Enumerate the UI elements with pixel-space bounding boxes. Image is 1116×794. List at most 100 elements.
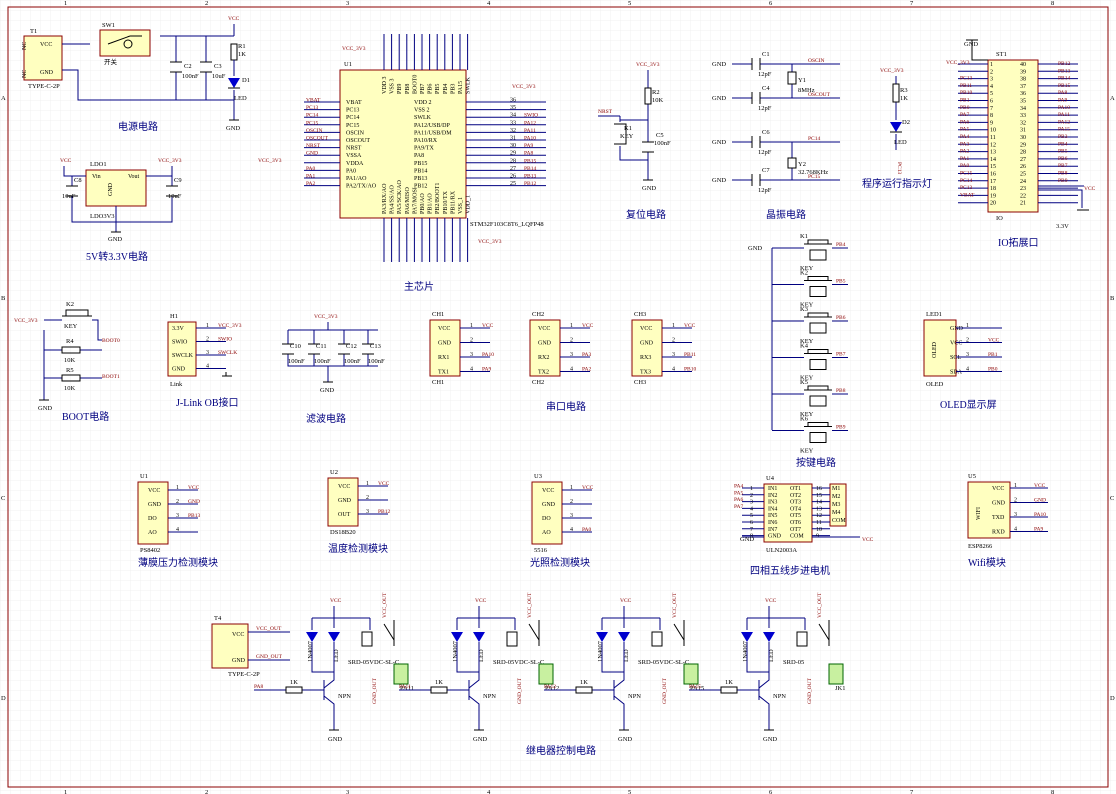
uart-pin-label: GND xyxy=(438,341,452,347)
reset-circuit: VCC_3V3 R2 10K K1 KEY C5 100nF NRST GND … xyxy=(598,62,671,221)
led-label: LED xyxy=(623,649,630,662)
diode-label: 1N4007 xyxy=(307,640,314,662)
mcu-net-label: PA8 xyxy=(524,151,534,157)
svg-text:GND_OUT: GND_OUT xyxy=(256,654,283,660)
power-switch xyxy=(99,29,151,57)
svg-text:VCC_3V3: VCC_3V3 xyxy=(636,62,660,68)
uart-pin-number: 2 xyxy=(672,338,675,344)
io-pin-number: 6 xyxy=(990,99,993,105)
motor-pin-label: M3 xyxy=(832,502,840,508)
mcu-pin-label: BOOT0 xyxy=(412,75,418,94)
io-net-label: PA0 xyxy=(960,163,970,169)
svg-text:VCC: VCC xyxy=(228,16,240,22)
wire xyxy=(751,174,761,186)
svg-text:BOOT1: BOOT1 xyxy=(102,374,120,380)
cap-ref: C11 xyxy=(316,343,327,350)
uart-header xyxy=(429,319,461,377)
uart-pin-label: TX1 xyxy=(438,370,449,376)
section-title-temperature: 温度检测模块 xyxy=(328,542,388,555)
io-net-label: PB3 xyxy=(1058,134,1068,140)
module-net-label: PB13 xyxy=(188,513,200,519)
module-pin-number: 4 xyxy=(570,527,573,533)
mcu-pin-label: PC13 xyxy=(346,108,359,114)
wire xyxy=(456,606,516,630)
wifi-pin-label: VCC xyxy=(992,486,1004,492)
mcu-net-label: PA2 xyxy=(306,181,316,187)
module-pin-label: OUT xyxy=(338,512,351,518)
mcu-pin-label: VDD 3 xyxy=(382,77,388,95)
terminal-block xyxy=(683,663,699,685)
cap-ref: C6 xyxy=(762,129,770,136)
wifi-net-label: PA10 xyxy=(1034,512,1046,518)
power-circuit: NC NC VCC GND T1 TYPE-C-2P SW1 开关 C2 100… xyxy=(22,16,250,133)
io-pin-number: 3 xyxy=(990,77,993,83)
io-pin-number: 4 xyxy=(990,84,993,90)
svg-text:U4: U4 xyxy=(766,475,775,482)
uart-pin-label: GND xyxy=(640,341,654,347)
uart-header xyxy=(631,319,663,377)
mcu-net-label: NRST xyxy=(306,143,321,149)
uln-pin-label: OT2 xyxy=(790,493,801,499)
mcu-pin-label: PB4 xyxy=(443,84,449,94)
svg-text:10uF: 10uF xyxy=(168,193,182,200)
jlink-net-label: SWCLK xyxy=(218,350,237,356)
uart-pin-number: 1 xyxy=(672,323,675,329)
svg-text:C3: C3 xyxy=(214,63,222,70)
module-pin-label: GND xyxy=(338,498,352,504)
mcu-pin-label: PC15 xyxy=(346,123,359,129)
io-pin-number: 15 xyxy=(990,164,996,170)
col-label: 4 xyxy=(487,789,491,794)
mcu-pin-label: VSS_1 xyxy=(458,197,464,214)
module-net-label: PA0 xyxy=(582,527,592,533)
wire xyxy=(804,276,832,281)
mcu-pin-label: PA12/USB/DP xyxy=(414,123,450,129)
uln-pin-number: 5 xyxy=(750,513,753,519)
module-part: 5516 xyxy=(534,547,548,554)
mcu-pin-label: PB12 xyxy=(414,184,427,190)
io-pin-number: 7 xyxy=(990,106,993,112)
svg-text:LED: LED xyxy=(894,139,907,146)
svg-text:ESP8266: ESP8266 xyxy=(968,543,993,550)
svg-text:Vout: Vout xyxy=(128,174,140,180)
io-pin-number: 36 xyxy=(1020,91,1026,97)
wifi-pin-number: 4 xyxy=(1014,527,1017,533)
svg-text:GND: GND xyxy=(38,405,52,412)
mcu-pin-label: VDD 2 xyxy=(414,100,432,106)
uart-pin-number: 1 xyxy=(470,323,473,329)
module-ref: U2 xyxy=(330,469,338,476)
row-label: A xyxy=(1110,95,1115,102)
gnd-out-label: GND_OUT xyxy=(807,677,813,704)
resistor-value: 1K xyxy=(435,679,443,686)
uart-pin-label: VCC xyxy=(438,326,450,332)
io-pin-number: 33 xyxy=(1020,113,1026,119)
gnd-label: GND xyxy=(763,736,777,743)
io-pin-number: 25 xyxy=(1020,172,1026,178)
cap-value: 100nF xyxy=(368,358,385,365)
oled-pin-number: 3 xyxy=(966,352,969,358)
io-pin-number: 28 xyxy=(1020,150,1026,156)
cap-ref: C7 xyxy=(762,167,770,174)
uart-pin-label: TX2 xyxy=(538,370,549,376)
mcu-net-label: PB15 xyxy=(524,158,536,164)
mcu-net-label: PC13 xyxy=(306,105,318,111)
uln-pin-label: OT1 xyxy=(790,486,801,492)
svg-text:LED: LED xyxy=(234,95,247,102)
uln-pin-number: 6 xyxy=(750,520,753,526)
uln-net-label: PA4 xyxy=(734,484,744,490)
jlink-pin-number: 1 xyxy=(206,323,209,329)
section-title-ldo: 5V转3.3V电路 xyxy=(86,250,148,263)
uln-pin-label: GND xyxy=(768,534,782,540)
module-pin-label: GND xyxy=(148,502,162,508)
base-resistor xyxy=(285,686,303,694)
wire xyxy=(751,58,761,70)
svg-text:开关: 开关 xyxy=(104,57,118,66)
col-label: 1 xyxy=(64,0,67,7)
uln-pin-number: 3 xyxy=(750,500,753,506)
uart-pin-label: GND xyxy=(538,341,552,347)
io-pin-number: 34 xyxy=(1020,106,1026,112)
uln-pin-number: 13 xyxy=(816,506,822,512)
uart-pin-number: 3 xyxy=(470,352,473,358)
mcu-pin-label: PA3/RX/AO xyxy=(382,183,388,214)
